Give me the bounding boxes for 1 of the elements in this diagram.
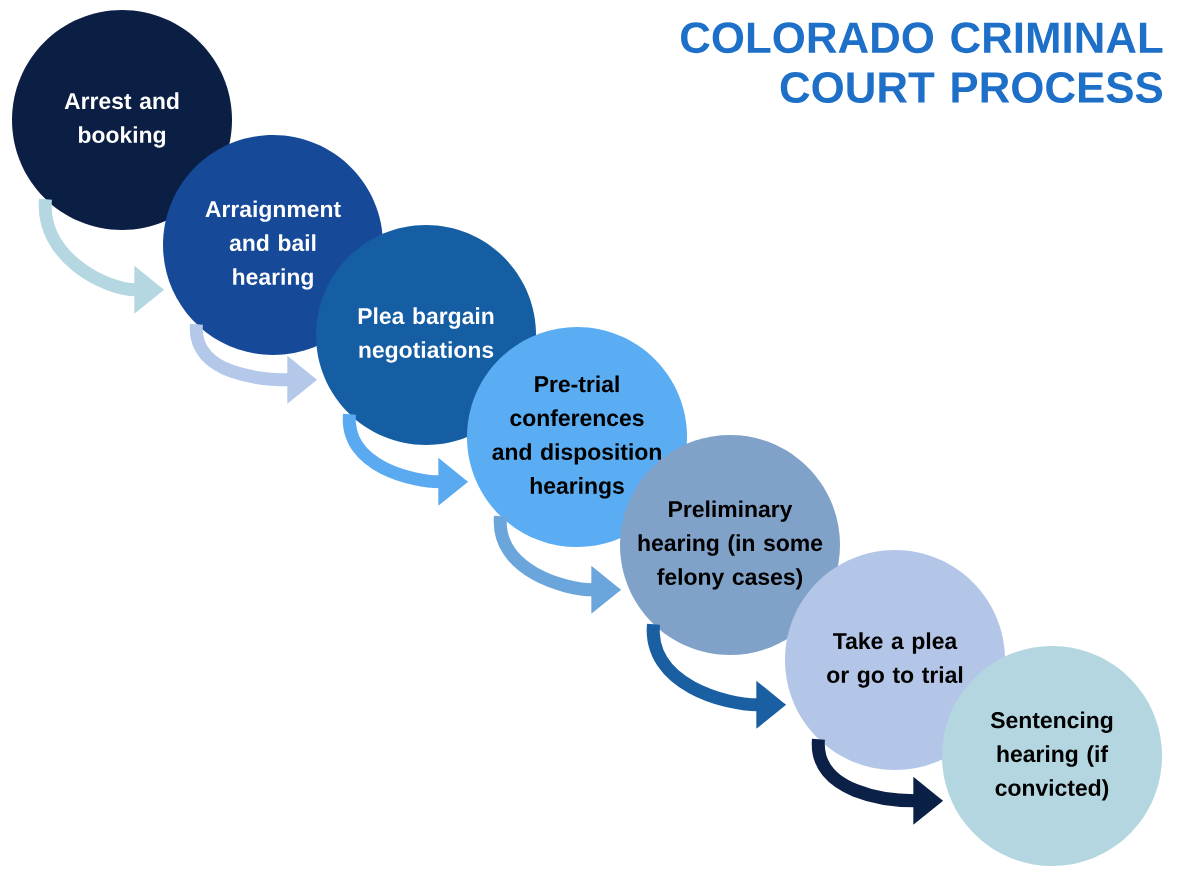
title: COLORADO CRIMINAL COURT PROCESS xyxy=(681,22,1163,104)
